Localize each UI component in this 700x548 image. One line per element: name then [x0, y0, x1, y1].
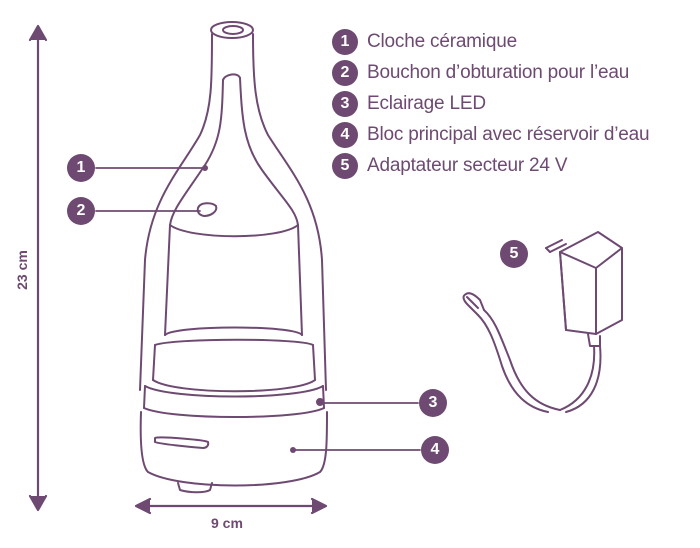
legend-label: Eclairage LED [367, 92, 486, 114]
power-cable [462, 292, 602, 413]
width-dimension-arrow [134, 497, 328, 515]
legend-item-3: 3 Eclairage LED [332, 88, 649, 119]
legend-number-badge: 5 [332, 152, 358, 179]
legend-label: Adaptateur secteur 24 V [367, 154, 568, 176]
reservoir-cylinder [164, 224, 303, 336]
water-plug [196, 202, 218, 217]
legend-label: Cloche céramique [367, 30, 517, 52]
callout-1: 1 [67, 154, 95, 182]
ceramic-bell [139, 21, 327, 391]
legend-number-badge: 3 [332, 90, 358, 117]
power-adapter [545, 231, 623, 347]
legend-label: Bouchon d’obturation pour l’eau [367, 61, 630, 83]
height-dimension-arrow [28, 24, 48, 512]
legend-item-2: 2 Bouchon d’obturation pour l’eau [332, 57, 649, 88]
legend-number-badge: 1 [332, 28, 358, 55]
legend-label: Bloc principal avec réservoir d’eau [367, 123, 650, 145]
callout-4: 4 [421, 436, 449, 464]
legend-number-badge: 4 [332, 121, 358, 148]
height-dimension-label: 23 cm [13, 250, 30, 290]
main-block-base [139, 411, 328, 494]
callout-leader-lines [95, 165, 421, 453]
main-block-ring [152, 326, 316, 393]
callout-3: 3 [419, 389, 447, 417]
width-dimension-label: 9 cm [211, 515, 243, 531]
legend-item-5: 5 Adaptateur secteur 24 V [332, 150, 649, 181]
callout-2: 2 [67, 197, 95, 225]
callout-5: 5 [500, 240, 528, 268]
legend-item-1: 1 Cloche céramique [332, 26, 649, 57]
led-ring [143, 385, 325, 418]
parts-legend: 1 Cloche céramique 2 Bouchon d’obturatio… [332, 26, 650, 181]
legend-item-4: 4 Bloc principal avec réservoir d’eau [332, 119, 650, 150]
legend-number-badge: 2 [332, 59, 358, 86]
